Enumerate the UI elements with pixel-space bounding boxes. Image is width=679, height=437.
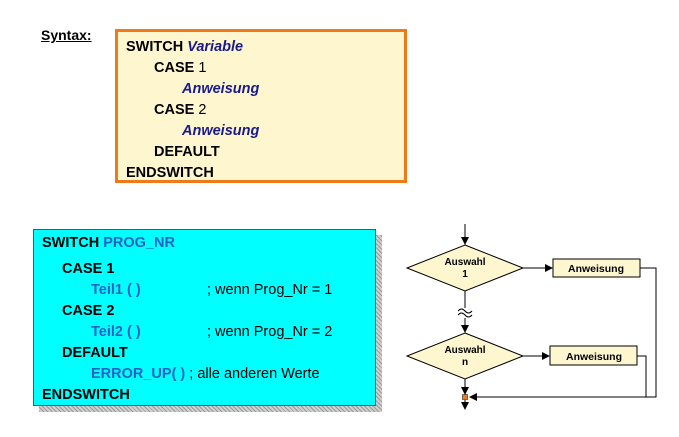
example-line-error: ERROR_UP( ) ; alle anderen Werte — [91, 366, 320, 382]
break-symbol-bottom — [457, 312, 473, 318]
example-line-case1: CASE 1 — [62, 261, 115, 277]
switch-keyword: SWITCH — [42, 235, 100, 251]
example-line-endswitch: ENDSWITCH — [42, 387, 130, 403]
syntax-line-endswitch: ENDSWITCH — [126, 165, 214, 181]
syntax-line-case2: CASE 2 — [154, 100, 206, 121]
action-1-return-line — [469, 267, 657, 401]
syntax-line-switch: SWITCH Variable — [126, 37, 243, 58]
syntax-line-case1: CASE 1 — [154, 58, 206, 79]
case-value: 2 — [198, 102, 207, 118]
example-line-default: DEFAULT — [62, 345, 128, 361]
action-n-label: Anweisung — [566, 351, 622, 363]
decision-n-label-bottom: n — [462, 357, 468, 368]
case-keyword: CASE — [154, 60, 195, 76]
example-comment1: ; wenn Prog_Nr = 1 — [207, 282, 333, 298]
case-value: 1 — [198, 60, 207, 76]
example-code-panel: SWITCH PROG_NR CASE 1 Teil1 ( ) ; wenn P… — [33, 229, 383, 412]
flowchart: Auswahl 1 Anweisung Auswahl n Anweisung — [405, 224, 657, 410]
action-1-label: Anweisung — [568, 263, 624, 275]
switch-keyword: SWITCH — [126, 39, 184, 55]
switch-variable: Variable — [187, 39, 244, 55]
switch-variable: PROG_NR — [103, 235, 175, 251]
example-line-case2: CASE 2 — [62, 303, 115, 319]
syntax-line-stmt2: Anweisung — [182, 121, 259, 142]
example-call1: Teil1 ( ) — [91, 282, 141, 298]
break-symbol-top — [457, 308, 473, 314]
example-comment3: ; alle anderen Werte — [189, 366, 320, 382]
syntax-label: Syntax: — [41, 27, 92, 43]
syntax-line-stmt1: Anweisung — [182, 79, 259, 100]
decision-n-diamond — [405, 332, 525, 380]
example-line-switch: SWITCH PROG_NR — [42, 235, 175, 251]
example-call2: Teil2 ( ) — [91, 324, 141, 340]
example-call3: ERROR_UP( ) — [91, 366, 186, 382]
decision-1-diamond — [405, 244, 525, 292]
merge-point — [462, 394, 468, 400]
statement-placeholder: Anweisung — [182, 81, 260, 97]
statement-placeholder: Anweisung — [182, 123, 260, 139]
example-code-box: SWITCH PROG_NR CASE 1 Teil1 ( ) ; wenn P… — [33, 229, 376, 406]
decision-1-label-bottom: 1 — [462, 269, 468, 280]
decision-n-label-top: Auswahl — [444, 345, 485, 356]
syntax-line-default: DEFAULT — [154, 144, 220, 160]
decision-1-label-top: Auswahl — [444, 257, 485, 268]
case-keyword: CASE — [154, 102, 195, 118]
action-n-return-line — [637, 355, 647, 397]
example-comment2: ; wenn Prog_Nr = 2 — [207, 324, 333, 340]
syntax-code-box: SWITCH Variable CASE 1 Anweisung CASE 2 … — [115, 29, 407, 183]
